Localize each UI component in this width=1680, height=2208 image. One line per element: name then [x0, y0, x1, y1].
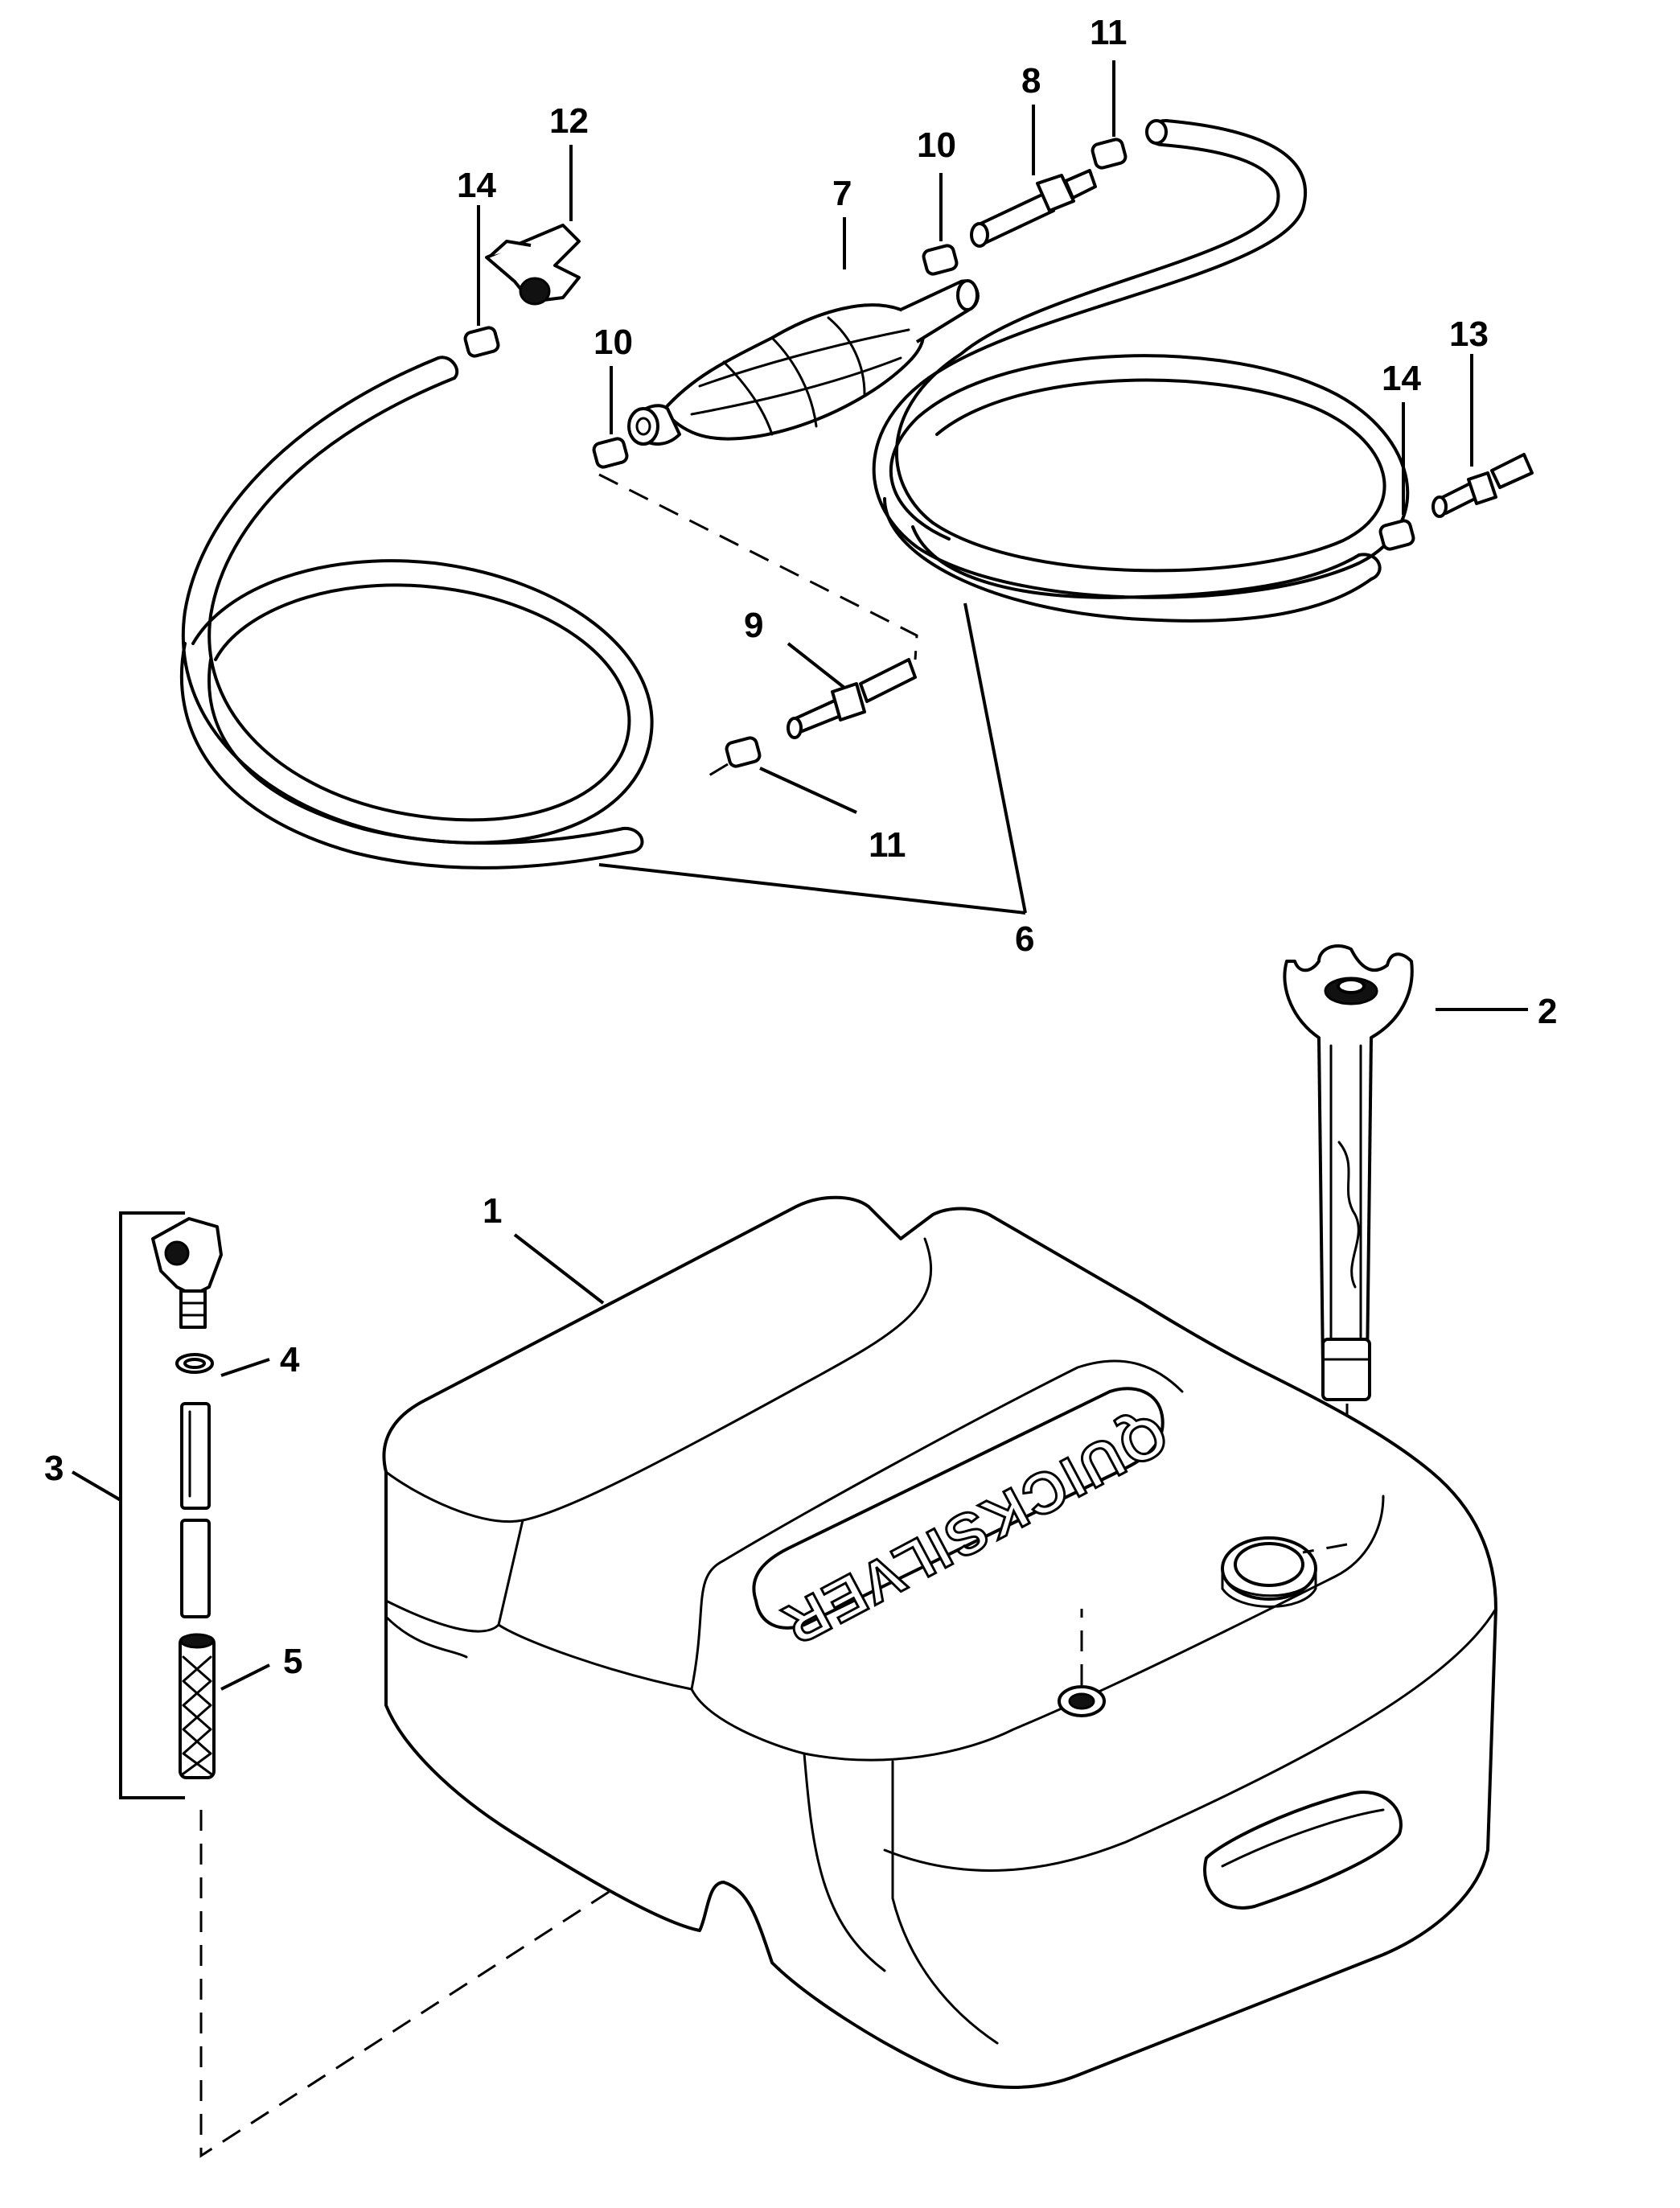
fuel-gauge — [1283, 944, 1414, 1401]
callout-7: 7 — [832, 174, 852, 213]
callout-8: 8 — [1021, 61, 1041, 101]
fuel-tank: QUICKSILVER — [382, 1195, 1497, 2089]
fuel-connector-9 — [787, 658, 917, 739]
callout-labels: 1 2 3 4 5 6 7 8 9 10 10 11 11 12 13 14 1… — [44, 13, 1557, 1681]
assembly-line-hose — [598, 473, 918, 660]
callout-4: 4 — [280, 1340, 300, 1379]
hose-clamp-10-lower — [592, 437, 629, 469]
assembly-line-tank-gauge — [1302, 1543, 1348, 1554]
leader-lines — [71, 60, 1528, 1691]
callout-9: 9 — [744, 606, 763, 645]
assembly-line-clamp-11 — [707, 763, 729, 778]
callout-11-upper: 11 — [1090, 13, 1128, 52]
callout-1: 1 — [483, 1191, 502, 1231]
callout-6: 6 — [1015, 919, 1034, 959]
callout-10-upper: 10 — [917, 125, 956, 165]
callout-12: 12 — [549, 101, 589, 141]
hose-clamp-14-right — [1378, 519, 1415, 551]
hose-clamp-14-left — [463, 326, 500, 358]
callout-13: 13 — [1449, 315, 1489, 354]
pickup-elbow-fitting — [151, 1217, 223, 1329]
hose-clamp-10-upper — [922, 244, 959, 276]
fuel-filter-screen-5 — [179, 1633, 216, 1779]
tank-connector-12 — [485, 224, 581, 306]
callout-11-lower: 11 — [869, 825, 906, 865]
fuel-hose-right-coil — [872, 119, 1410, 623]
assembly-line-pickup — [199, 1587, 1078, 2158]
callout-10-lower: 10 — [594, 323, 633, 362]
callout-3: 3 — [44, 1449, 64, 1488]
fuel-hose-left-coil — [179, 356, 654, 870]
engine-fitting-13 — [1431, 453, 1534, 518]
engine-connector-8 — [970, 169, 1097, 248]
callout-14-left: 14 — [457, 166, 496, 205]
o-ring-4 — [175, 1353, 214, 1374]
primer-bulb — [627, 279, 980, 446]
hose-clamp-11-upper — [1091, 138, 1128, 170]
callout-5: 5 — [283, 1642, 302, 1681]
pickup-bracket — [119, 1211, 185, 1799]
callout-2: 2 — [1538, 992, 1557, 1031]
pickup-tube — [180, 1402, 211, 1618]
callout-14-right: 14 — [1382, 359, 1421, 398]
hose-clamp-11-lower — [725, 736, 762, 768]
